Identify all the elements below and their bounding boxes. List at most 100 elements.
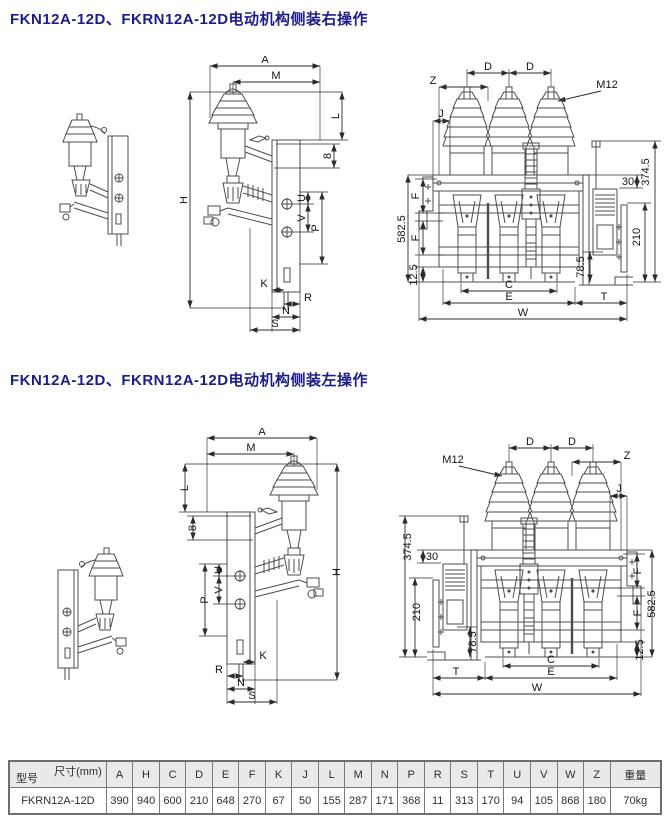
value-l: 155 xyxy=(317,787,346,815)
corner-label-model: 型号 xyxy=(16,773,38,785)
value-h: 940 xyxy=(132,787,160,815)
col-header-z: Z xyxy=(583,760,611,788)
value-j: 50 xyxy=(291,787,319,815)
dim-label-t: T xyxy=(601,291,608,303)
dim-label-374-5: 374.5 xyxy=(640,158,652,186)
dim-label-l: L xyxy=(330,113,342,119)
dim-label-d1: D xyxy=(484,61,492,73)
col-header-weight: 重量 xyxy=(609,760,662,788)
corner-label-size: 尺寸(mm) xyxy=(54,766,102,778)
col-header-t: T xyxy=(476,760,505,788)
overview-drawing-left-operation xyxy=(57,547,127,681)
col-header-v: V xyxy=(530,760,558,788)
dim-label-j: J xyxy=(438,108,444,120)
dim-label-210: 210 xyxy=(411,603,423,621)
col-header-p: P xyxy=(397,760,425,788)
dim-label-h: H xyxy=(331,568,343,576)
value-v: 105 xyxy=(530,787,558,815)
value-a: 390 xyxy=(105,787,134,815)
col-header-c: C xyxy=(158,760,187,788)
dim-label-12-5: 12.5 xyxy=(634,639,646,660)
dim-label-d1: D xyxy=(568,436,576,448)
col-header-u: U xyxy=(503,760,531,788)
dim-label-374-5: 374.5 xyxy=(402,533,414,561)
dim-label-m: M xyxy=(246,442,255,454)
dim-label-w: W xyxy=(532,682,543,694)
model-cell: FKRN12A-12D xyxy=(8,787,107,815)
dim-label-d2: D xyxy=(526,61,534,73)
dimensions-table-header: 尺寸(mm) 型号 A H C D E F K J L M N P R S T … xyxy=(8,760,662,788)
dim-label-v: V xyxy=(296,214,308,222)
dim-label-u: U xyxy=(213,566,225,574)
value-m: 287 xyxy=(344,787,372,815)
dim-label-d2: D xyxy=(526,436,534,448)
value-f: 270 xyxy=(238,787,266,815)
overview-drawing-right-operation xyxy=(59,113,129,247)
dim-label-210: 210 xyxy=(631,228,643,246)
dim-label-m: M xyxy=(271,70,280,82)
dim-label-8: 8 xyxy=(322,153,334,159)
dim-label-k: K xyxy=(259,650,267,662)
dim-label-a: A xyxy=(261,56,269,66)
dim-label-c: C xyxy=(505,279,513,291)
col-header-r: R xyxy=(423,760,452,788)
value-n: 171 xyxy=(370,787,399,815)
value-e: 648 xyxy=(211,787,240,815)
table-row: FKRN12A-12D 390 940 600 210 648 270 67 5… xyxy=(8,787,662,815)
section2-title: FKN12A-12D、FKRN12A-12D电动机构侧装左操作 xyxy=(10,372,369,389)
dim-label-30: 30 xyxy=(622,176,634,188)
dim-label-l: L xyxy=(179,485,191,491)
value-w: 868 xyxy=(556,787,585,815)
value-d: 210 xyxy=(185,787,213,815)
dim-label-w: W xyxy=(518,307,529,319)
col-header-n: N xyxy=(370,760,399,788)
value-u: 94 xyxy=(503,787,531,815)
dim-label-a: A xyxy=(258,428,266,438)
section1-title: FKN12A-12D、FKRN12A-12D电动机构侧装右操作 xyxy=(10,11,369,28)
col-header-k: K xyxy=(264,760,293,788)
dim-label-h: H xyxy=(180,196,190,204)
col-header-w: W xyxy=(556,760,585,788)
dim-label-u: U xyxy=(296,194,308,202)
side-view-drawing-left-operation: A M H L 8 U V P K R N S xyxy=(162,428,343,713)
col-header-s: S xyxy=(450,760,478,788)
dim-label-582-5: 582.5 xyxy=(397,215,408,243)
dim-label-n: N xyxy=(237,677,245,689)
dim-label-s: S xyxy=(248,690,255,702)
table-corner-cell: 尺寸(mm) 型号 xyxy=(8,760,107,788)
dim-label-c: C xyxy=(547,654,555,666)
dim-label-f-lower: F xyxy=(410,234,422,241)
col-header-h: H xyxy=(132,760,160,788)
col-header-m: M xyxy=(344,760,372,788)
value-c: 600 xyxy=(158,787,187,815)
col-header-e: E xyxy=(211,760,240,788)
dim-label-f-upper: F xyxy=(410,192,422,199)
value-r: 11 xyxy=(423,787,452,815)
dim-label-m12: M12 xyxy=(596,79,617,91)
dimensions-table: 尺寸(mm) 型号 A H C D E F K J L M N P R S T … xyxy=(8,760,662,815)
dim-label-78-5: 78.5 xyxy=(467,631,479,652)
dim-label-78-5: 78.5 xyxy=(575,256,587,277)
dim-label-12-5: 12.5 xyxy=(408,264,420,285)
dim-label-e: E xyxy=(505,291,512,303)
dim-label-r: R xyxy=(215,664,223,676)
dim-label-582-5: 582.5 xyxy=(646,590,658,618)
col-header-j: J xyxy=(291,760,319,788)
dim-label-f-upper: F xyxy=(632,567,644,574)
dim-label-e: E xyxy=(547,666,554,678)
dim-label-n: N xyxy=(282,305,290,317)
front-view-drawing-left-operation: D D Z M12 J F F 582.5 12.5 374.5 210 30 … xyxy=(393,436,658,707)
dim-label-j: J xyxy=(616,483,622,495)
side-view-drawing-right-operation: A M H L 8 U V P K R N S xyxy=(180,56,365,341)
dim-label-z: Z xyxy=(430,75,437,87)
value-t: 170 xyxy=(476,787,505,815)
dim-label-p: P xyxy=(310,224,322,231)
value-s: 313 xyxy=(450,787,478,815)
dim-label-m12: M12 xyxy=(442,454,463,466)
dim-label-8: 8 xyxy=(187,525,199,531)
value-p: 368 xyxy=(397,787,425,815)
dim-label-v: V xyxy=(213,586,225,594)
dim-label-s: S xyxy=(271,318,278,330)
dim-label-t: T xyxy=(453,666,460,678)
col-header-d: D xyxy=(185,760,213,788)
